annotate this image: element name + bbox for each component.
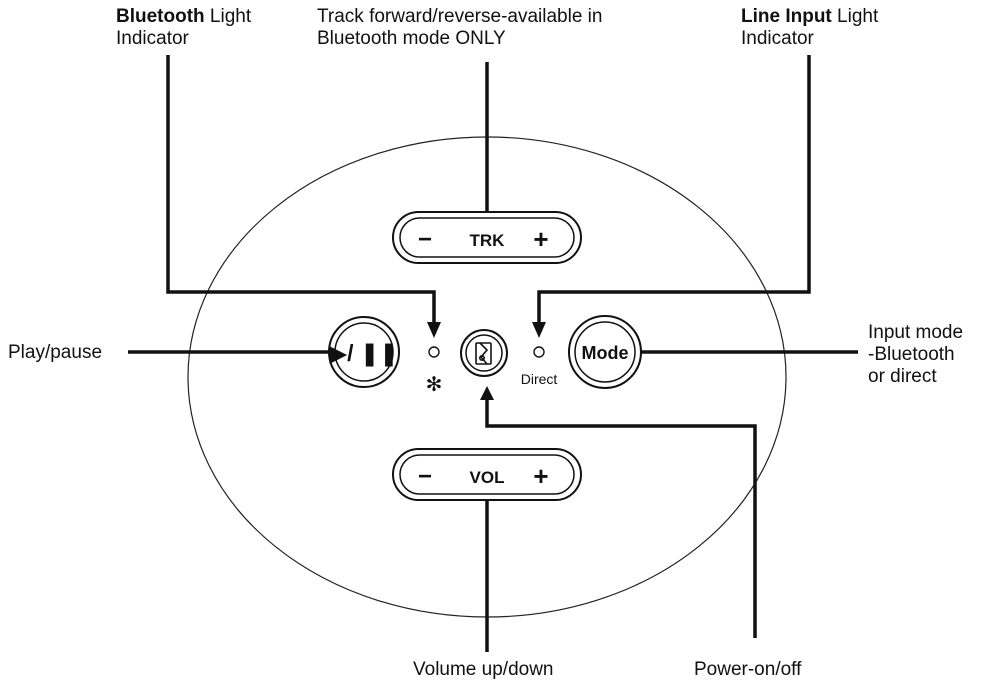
arrow-heads [427, 322, 546, 400]
power-arrow [480, 386, 494, 400]
bluetooth-light-arrow [427, 322, 441, 338]
track-callout-line1: Track forward/reverse-available in [317, 6, 603, 27]
line-input-light-callout: Line Input Light Indicator [741, 6, 878, 50]
line-input-callout-line2: Indicator [741, 28, 814, 49]
track-callout-line2: Bluetooth mode ONLY [317, 28, 506, 49]
vol-label: VOL [470, 468, 505, 487]
vol-plus-label: + [533, 461, 548, 491]
track-callout: Track forward/reverse-available in Bluet… [317, 6, 602, 50]
trk-plus-label: + [533, 224, 548, 254]
input-mode-callout: Input mode -Bluetooth or direct [868, 322, 963, 388]
play-pause-callout: Play/pause [8, 342, 103, 363]
input-mode-callout-line1: Input mode [868, 322, 964, 343]
bluetooth-light-indicator [428, 346, 440, 358]
trk-button[interactable]: − TRK + [392, 211, 582, 264]
bluetooth-icon: ✻ [426, 372, 443, 396]
play-pause-label: ▶/ ❚❚ [329, 340, 398, 367]
mode-label: Mode [582, 343, 629, 363]
power-leader [485, 400, 757, 638]
bluetooth-light-callout-rest: Light [204, 6, 252, 27]
input-mode-callout-line3: or direct [868, 366, 937, 387]
vol-button[interactable]: − VOL + [392, 448, 582, 501]
bluetooth-light-leader [166, 55, 436, 322]
trk-minus-label: − [418, 226, 432, 253]
mode-button[interactable]: Mode [568, 315, 642, 389]
volume-callout: Volume up/down [413, 659, 554, 680]
direct-label: Direct [521, 371, 558, 387]
trk-label: TRK [470, 231, 506, 250]
bluetooth-light-callout-bold: Bluetooth [116, 6, 205, 27]
line-input-light-indicator [533, 346, 545, 358]
input-mode-callout-line2: -Bluetooth [868, 344, 955, 365]
power-icon [475, 342, 492, 365]
line-input-arrow [532, 322, 546, 338]
vol-minus-label: − [418, 463, 432, 490]
power-callout: Power-on/off [694, 659, 802, 680]
play-pause-button[interactable]: ▶/ ❚❚ [328, 316, 400, 388]
line-input-callout-rest: Light [831, 6, 879, 27]
power-button[interactable] [460, 329, 508, 377]
line-input-leader [537, 55, 811, 322]
bluetooth-light-callout-line2: Indicator [116, 28, 189, 49]
bluetooth-light-callout: Bluetooth Light Indicator [116, 6, 251, 50]
line-input-callout-bold: Line Input [741, 6, 832, 27]
leader-lines [128, 55, 858, 652]
